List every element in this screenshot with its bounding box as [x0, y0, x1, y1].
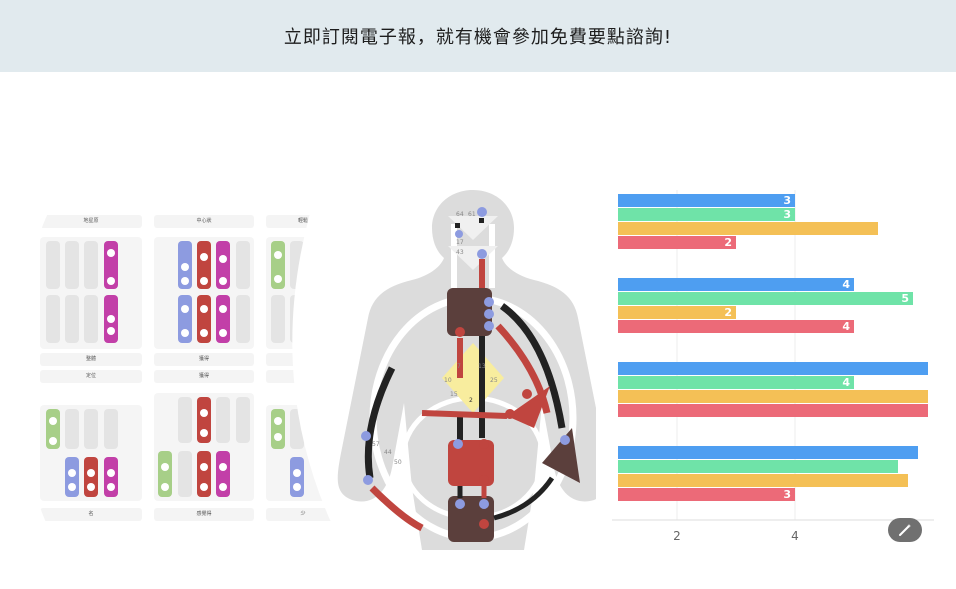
bar [618, 292, 913, 305]
grid-label: 獲得 [154, 370, 254, 383]
grid-label: 中心狀 [154, 215, 254, 228]
x-tick-label: 2 [673, 529, 681, 542]
bar [618, 488, 795, 501]
magic-wand-button[interactable] [888, 518, 922, 542]
svg-text:7: 7 [457, 363, 461, 370]
bar [618, 320, 854, 333]
bar [618, 222, 878, 235]
svg-text:43: 43 [456, 249, 464, 256]
bar-value-label: 3 [783, 194, 791, 207]
grid-box [40, 237, 142, 349]
bar [618, 474, 908, 487]
grid-box [40, 405, 142, 501]
magic-wand-icon [899, 524, 911, 536]
grid-label: 少 [266, 508, 340, 521]
svg-text:13: 13 [478, 363, 486, 370]
svg-text:44: 44 [384, 449, 392, 456]
svg-text:61: 61 [468, 211, 476, 218]
bodygraph-image: 64 61 43 17 15 7 10 25 13 57 44 50 2 [337, 190, 609, 550]
bar-value-label: 3 [783, 208, 791, 221]
svg-text:15: 15 [450, 391, 458, 398]
bar [618, 362, 928, 375]
svg-text:17: 17 [456, 239, 464, 246]
bar-value-label: 4 [842, 278, 850, 291]
bar [618, 194, 795, 207]
bar [618, 208, 795, 221]
mask-decor [596, 180, 656, 530]
banner-text: 立即訂閱電子報，就有機會參加免費要點諮詢! [283, 27, 673, 48]
bar [618, 390, 928, 403]
bar-value-label: 2 [724, 236, 732, 249]
grid-label: 獲得 [154, 353, 254, 366]
bar-value-label: 4 [842, 376, 850, 389]
svg-text:10: 10 [444, 377, 452, 384]
bar [618, 376, 854, 389]
x-tick-label: 4 [791, 529, 799, 542]
bar [618, 460, 898, 473]
bar [618, 236, 736, 249]
grid-label: 感覺得 [154, 508, 254, 521]
grid-label: 名 [40, 508, 142, 521]
bar [618, 404, 928, 417]
grid-label: 整體 [40, 353, 142, 366]
bar [618, 278, 854, 291]
bar-value-label: 3 [783, 488, 791, 501]
svg-text:2: 2 [469, 397, 473, 404]
grid-label: 定位 [40, 370, 142, 383]
bar-value-label: 5 [901, 292, 909, 305]
bar-value-label: 2 [724, 306, 732, 319]
bar [618, 306, 736, 319]
grid-box [154, 393, 254, 501]
mask-decor [0, 180, 360, 560]
svg-text:57: 57 [372, 441, 380, 448]
grid-label: 地星原 [40, 215, 142, 228]
bar-value-label: 4 [842, 320, 850, 333]
svg-text:64: 64 [456, 211, 464, 218]
grid-box [154, 237, 254, 349]
svg-text:25: 25 [490, 377, 498, 384]
svg-text:50: 50 [394, 459, 402, 466]
bar [618, 446, 918, 459]
newsletter-banner[interactable]: 立即訂閱電子報，就有機會參加免費要點諮詢! [0, 0, 956, 72]
